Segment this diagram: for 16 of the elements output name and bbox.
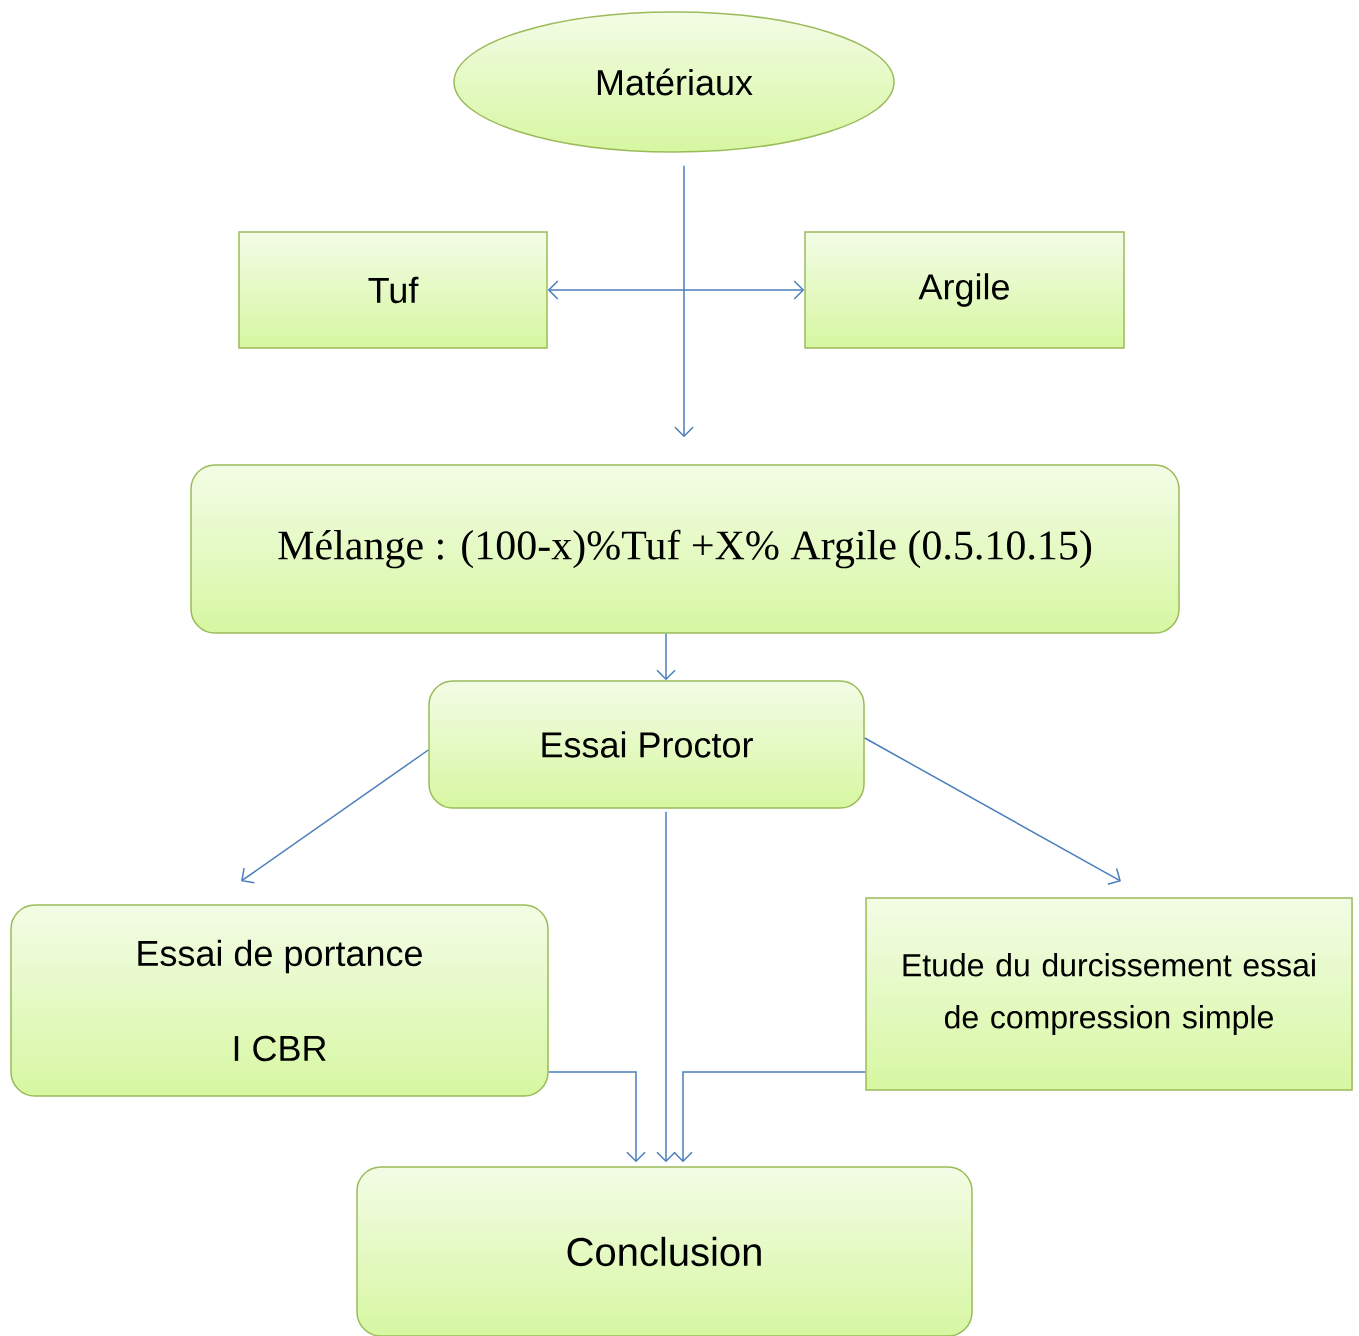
arrow bbox=[864, 737, 1121, 885]
arrow bbox=[241, 749, 429, 884]
process-box: Tuf bbox=[238, 231, 548, 349]
arrow bbox=[548, 1071, 646, 1163]
arrow bbox=[656, 633, 676, 681]
arrow bbox=[656, 811, 676, 1163]
rounded-box: Essai Proctor bbox=[428, 680, 865, 809]
rounded-box: Mélange : (100-x)%Tuf +X% Argile (0.5.10.15) bbox=[190, 464, 1180, 634]
rounded-box: Essai de portance I CBR bbox=[10, 904, 549, 1097]
arrow bbox=[674, 165, 694, 438]
arrow bbox=[547, 280, 805, 300]
rounded-box: Conclusion bbox=[356, 1166, 973, 1336]
arrow bbox=[673, 1071, 866, 1163]
oval-node: Matériaux bbox=[453, 11, 895, 153]
process-box: Etude du durcissement essai de compression simple bbox=[865, 897, 1353, 1091]
process-box: Argile bbox=[804, 231, 1125, 349]
